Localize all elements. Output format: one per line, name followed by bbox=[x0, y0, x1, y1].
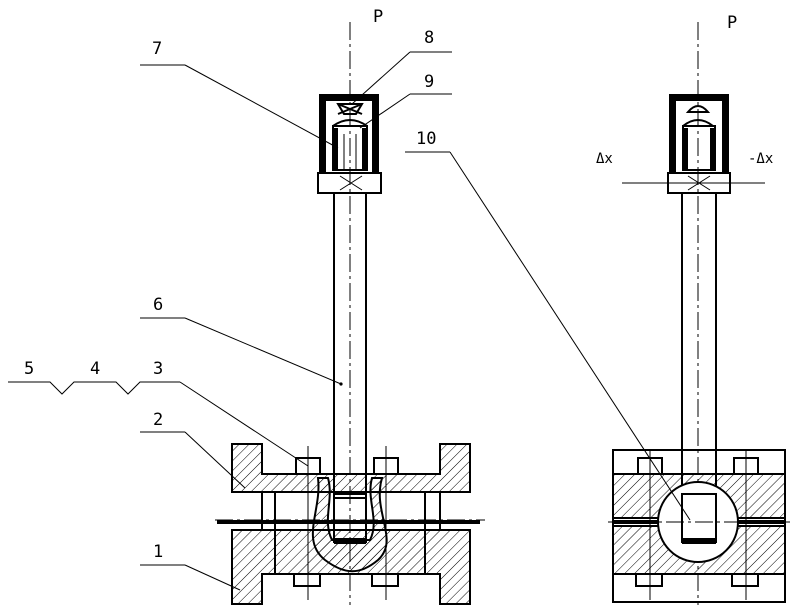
label-delta-x: Δx bbox=[596, 151, 613, 167]
right-bolt-bottom-2 bbox=[732, 574, 758, 586]
label-part-8: 8 bbox=[424, 28, 434, 48]
left-body-upper bbox=[232, 444, 470, 492]
label-part-9: 9 bbox=[424, 72, 434, 92]
leader-8 bbox=[352, 52, 410, 104]
right-sleeve-wall-l bbox=[683, 128, 688, 170]
label-part-2: 2 bbox=[153, 410, 163, 430]
label-part-1: 1 bbox=[153, 542, 163, 562]
left-stem-tip-end bbox=[334, 538, 366, 544]
label-part-6: 6 bbox=[153, 295, 163, 315]
left-cap-housing bbox=[320, 95, 378, 173]
leader-6 bbox=[185, 318, 341, 384]
right-sleeve-wall-r bbox=[710, 128, 715, 170]
label-minus-delta-x: -Δx bbox=[748, 151, 773, 167]
left-sleeve-wall-l bbox=[333, 128, 338, 170]
left-cap-wall-r bbox=[372, 95, 378, 173]
right-bolt-bottom-1 bbox=[636, 574, 662, 586]
label-part-5: 5 bbox=[24, 359, 34, 379]
right-stem bbox=[682, 193, 716, 498]
label-part-10: 10 bbox=[416, 129, 436, 149]
label-part-7: 7 bbox=[152, 39, 162, 59]
right-cap-wall-r bbox=[722, 95, 728, 173]
label-p-left: P bbox=[373, 7, 383, 27]
label-part-3: 3 bbox=[153, 359, 163, 379]
left-view bbox=[215, 22, 485, 605]
leader-10 bbox=[450, 152, 690, 520]
left-cap-top bbox=[320, 95, 378, 101]
leader-543-shelf bbox=[8, 382, 180, 394]
right-cap-wall-l bbox=[670, 95, 676, 173]
left-sleeve-wall-r bbox=[362, 128, 367, 170]
label-p-right: P bbox=[727, 13, 737, 33]
left-bolt-bottom-2 bbox=[372, 574, 398, 586]
right-stem-tip-end bbox=[682, 538, 716, 544]
right-cap-assembly bbox=[622, 95, 765, 193]
left-cap-wall-l bbox=[320, 95, 326, 173]
right-valve-body bbox=[608, 450, 790, 602]
leader-7 bbox=[185, 65, 338, 148]
leader-lines bbox=[8, 52, 690, 590]
left-bolt-bottom-1 bbox=[294, 574, 320, 586]
right-view bbox=[608, 22, 790, 605]
label-part-4: 4 bbox=[90, 359, 100, 379]
right-cap-top bbox=[670, 95, 728, 101]
